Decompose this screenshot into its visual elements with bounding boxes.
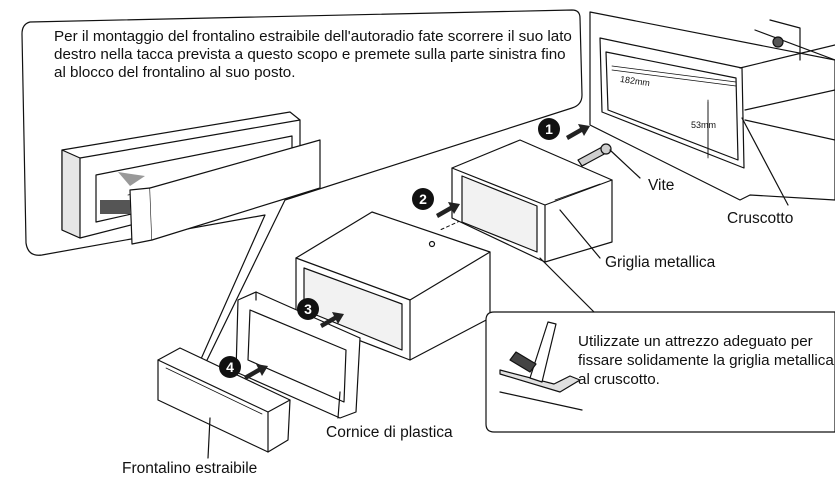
- label-screw: Vite: [648, 177, 675, 194]
- step-1-arrow: [566, 124, 590, 140]
- label-dashboard: Cruscotto: [727, 210, 794, 227]
- tool-instructions: Utilizzate un attrezzo adeguato per fiss…: [578, 333, 834, 388]
- step-badge-3: 3: [297, 298, 319, 320]
- label-metal-cage: Griglia metallica: [605, 254, 716, 271]
- dashboard-opening: [589, 11, 835, 201]
- step-4-arrow: [244, 364, 268, 380]
- step-3-arrow: [320, 312, 344, 328]
- radio-unit: [295, 211, 491, 361]
- step-badge-4: 4: [219, 356, 241, 378]
- step-badge-1: 1: [538, 118, 560, 140]
- label-removable-front: Frontalino estraibile: [122, 460, 258, 477]
- label-plastic-frame: Cornice di plastica: [326, 424, 453, 441]
- front-panel-closeup: [61, 111, 321, 245]
- tool-callout-bubble: [485, 311, 835, 433]
- metal-cage: [451, 139, 613, 263]
- step-2-arrow: [436, 202, 460, 218]
- intro-instructions: Per il montaggio del frontalino estraibi…: [54, 28, 572, 81]
- dimension-height: 53mm: [691, 120, 717, 130]
- screw: [577, 143, 612, 167]
- tool-illustration: [499, 321, 583, 411]
- step-badge-2: 2: [412, 188, 434, 210]
- removable-front-shape: [157, 347, 291, 453]
